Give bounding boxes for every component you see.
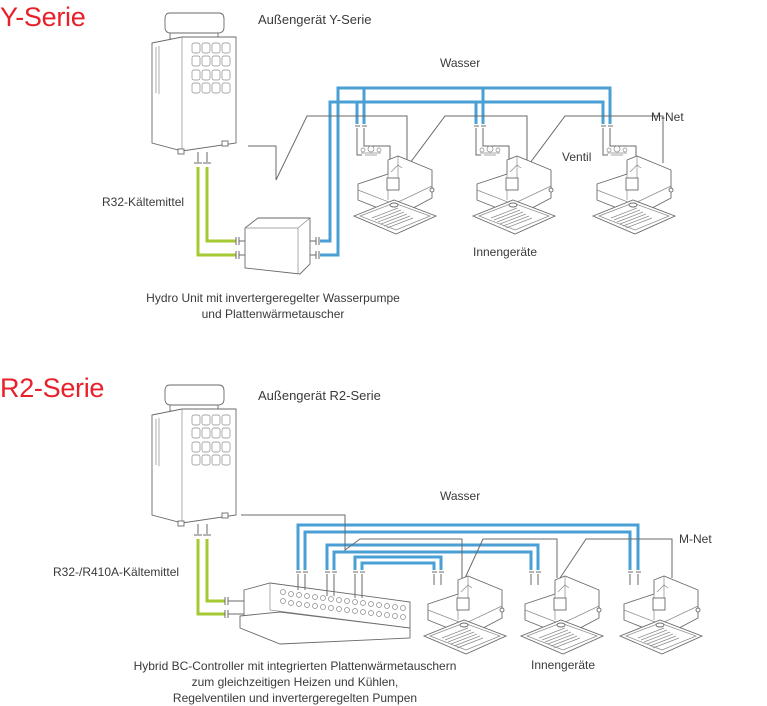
r2-indoor-label: Innengeräte xyxy=(531,658,596,672)
y-valve-label: Ventil xyxy=(562,150,592,164)
r2-refrigerant-label: R32-/R410A-Kältemittel xyxy=(53,565,180,579)
r2-refrigerant-pipes xyxy=(196,539,225,616)
hydro-unit-label: Hydro Unit mit invertergeregelter Wasser… xyxy=(143,290,403,322)
y-outdoor-unit xyxy=(151,12,237,155)
y-series-title: Y-Serie xyxy=(0,2,86,32)
bc-controller-label-line2: zum gleichzeitigen Heizen und Kühlen, xyxy=(191,675,399,689)
y-water-label: Wasser xyxy=(440,56,481,70)
hydro-unit xyxy=(235,217,320,275)
r2-outdoor-unit xyxy=(151,384,237,527)
y-mnet-lines xyxy=(248,115,664,181)
hydro-unit-label-line2: und Plattenwärmetauscher xyxy=(201,307,345,321)
r2-mnet-lines xyxy=(241,514,673,579)
r2-mnet-label: M-Net xyxy=(679,532,712,546)
bc-controller-label-line3: Regelventilen und invertergeregelten Pum… xyxy=(172,691,418,705)
y-indoor-units xyxy=(353,155,676,235)
bc-controller xyxy=(239,582,411,645)
r2-water-pipes xyxy=(296,523,640,570)
bc-controller-label: Hybrid BC-Controller mit integrierten Pl… xyxy=(130,658,460,706)
y-indoor-label: Innengeräte xyxy=(473,245,538,259)
y-water-pipes xyxy=(320,86,612,257)
r2-series-title: R2-Serie xyxy=(0,373,105,403)
r2-outdoor-label: Außengerät R2-Serie xyxy=(258,388,381,403)
r2-water-label: Wasser xyxy=(440,489,481,503)
y-outdoor-label: Außengerät Y-Serie xyxy=(258,12,372,27)
y-refrigerant-pipes xyxy=(196,167,236,257)
bc-controller-label-line1: Hybrid BC-Controller mit integrierten Pl… xyxy=(133,659,457,673)
y-refrigerant-label: R32-Kältemittel xyxy=(102,195,185,209)
y-mnet-label: M-Net xyxy=(651,110,684,124)
hydro-unit-label-line1: Hydro Unit mit invertergeregelter Wasser… xyxy=(146,291,400,305)
r2-indoor-units xyxy=(423,575,703,655)
